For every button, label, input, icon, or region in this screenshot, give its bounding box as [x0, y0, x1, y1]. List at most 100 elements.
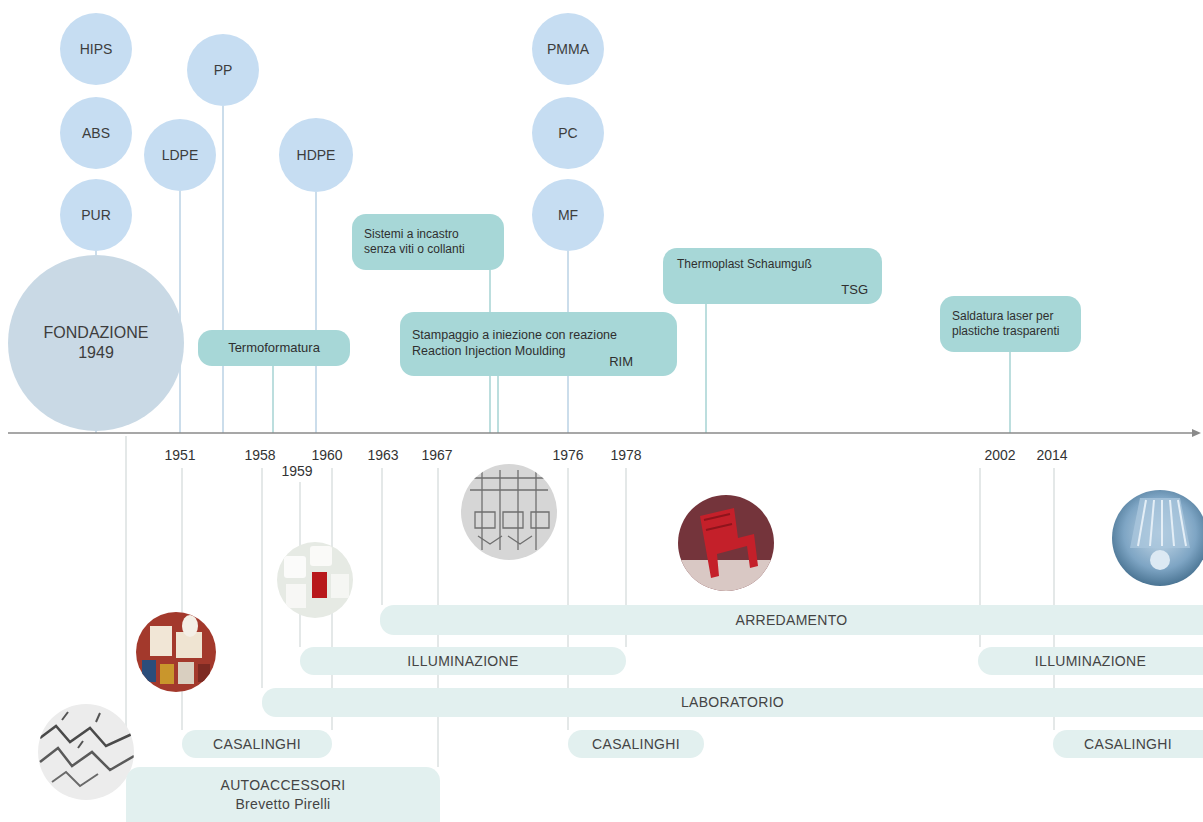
photo-detail	[286, 584, 306, 608]
leader-line	[125, 436, 126, 767]
photo-detail	[160, 664, 174, 684]
photo-ground	[1110, 488, 1203, 588]
product-photo	[275, 540, 355, 620]
photo-ground	[275, 540, 355, 620]
photo-detail	[52, 772, 98, 786]
photo-detail	[178, 662, 194, 684]
leader-line	[222, 106, 223, 330]
node-sublabel: Brevetto Pirelli	[235, 795, 330, 813]
node-label: CASALINGHI	[592, 735, 680, 753]
node-sublabel: TSG	[841, 282, 868, 298]
node-label: Saldatura laser per plastiche trasparent…	[952, 309, 1069, 339]
photo-detail	[62, 712, 100, 748]
material-circle: HDPE	[279, 118, 353, 192]
leader-line	[567, 376, 568, 433]
product-photo	[676, 493, 776, 594]
node-label: Sistemi a incastro senza viti o collanti	[364, 227, 492, 257]
year-label: 1960	[311, 447, 342, 463]
node-label: PP	[214, 62, 233, 78]
product-photo	[134, 610, 218, 694]
node-label: Termoformatura	[228, 340, 320, 356]
sector-band: ARREDAMENTO	[380, 605, 1203, 635]
foundation-circle: FONDAZIONE 1949	[8, 255, 184, 431]
node-label: LDPE	[162, 147, 199, 163]
node-label: CASALINGHI	[1084, 735, 1172, 753]
process-box: Thermoplast SchaumgußTSG	[663, 248, 882, 304]
leader-line	[315, 366, 316, 433]
year-label: 1967	[421, 447, 452, 463]
photo-ground	[676, 493, 776, 593]
node-label: PC	[558, 125, 577, 141]
photo-detail	[704, 514, 732, 530]
process-leaders	[273, 270, 1010, 433]
photo-ground	[134, 610, 218, 694]
material-circle: MF	[532, 179, 604, 251]
leader-line	[315, 192, 316, 330]
leader-line	[705, 304, 706, 433]
node-label: MF	[558, 207, 578, 223]
node-label: HDPE	[297, 147, 336, 163]
photo-detail	[700, 508, 758, 578]
photo-detail	[310, 546, 332, 566]
year-label: 1978	[610, 447, 641, 463]
photo-detail	[1178, 500, 1186, 546]
axis-line	[8, 432, 1192, 434]
photo-detail	[478, 536, 532, 544]
axis-arrowhead	[1192, 429, 1201, 437]
photo-detail	[1170, 500, 1174, 546]
leader-line	[497, 376, 498, 433]
process-box: Termoformatura	[198, 330, 350, 366]
photo-detail	[150, 626, 172, 656]
material-circle: PC	[532, 97, 604, 169]
node-label: PUR	[81, 207, 111, 223]
node-label: ABS	[82, 125, 110, 141]
node-label: ILLUMINAZIONE	[407, 652, 518, 670]
photo-detail	[1138, 500, 1146, 546]
photo-detail	[470, 470, 549, 550]
node-label: CASALINGHI	[213, 735, 301, 753]
leader-line	[489, 376, 490, 433]
photo-detail	[1138, 500, 1186, 546]
leader-line	[381, 468, 382, 605]
leader-line	[261, 468, 262, 688]
sector-band: CASALINGHI	[182, 730, 332, 758]
leader-line	[567, 251, 568, 312]
node-label: Thermoplast Schaumguß	[677, 257, 868, 272]
year-label: 1951	[164, 447, 195, 463]
photo-detail	[475, 512, 549, 528]
photo-detail	[1150, 550, 1170, 570]
product-photo	[459, 462, 559, 562]
year-label: 1976	[552, 447, 583, 463]
sector-band: CASALINGHI	[568, 730, 704, 758]
photo-detail	[312, 572, 327, 598]
year-label: 2002	[984, 447, 1015, 463]
photo-detail	[1161, 500, 1163, 546]
photo-detail	[1130, 498, 1190, 548]
material-circle: LDPE	[144, 119, 216, 191]
time-axis	[8, 429, 1201, 437]
process-box: Sistemi a incastro senza viti o collanti	[352, 214, 504, 270]
node-label: FONDAZIONE 1949	[34, 323, 159, 363]
node-label: AUTOACCESSORI	[221, 776, 346, 794]
material-circle: PP	[187, 34, 259, 106]
photo-detail	[1150, 500, 1154, 546]
photo-detail	[676, 560, 776, 594]
sector-band: ILLUMINAZIONE	[978, 647, 1203, 675]
photo-detail	[142, 660, 156, 682]
photo-ground	[459, 462, 559, 562]
year-label: 1959	[281, 463, 312, 479]
node-label: HIPS	[80, 41, 113, 57]
material-circle: HIPS	[60, 13, 132, 85]
sector-band: ILLUMINAZIONE	[300, 647, 626, 675]
photo-detail	[40, 748, 134, 770]
photo-detail	[198, 664, 210, 682]
sector-leaders	[126, 436, 1054, 767]
photo-detail	[182, 615, 198, 637]
node-label: ARREDAMENTO	[736, 611, 848, 629]
leader-line	[1009, 352, 1010, 433]
photo-detail	[470, 470, 548, 550]
node-label: LABORATORIO	[681, 693, 784, 711]
leader-line	[489, 270, 490, 312]
photo-detail	[331, 574, 349, 598]
